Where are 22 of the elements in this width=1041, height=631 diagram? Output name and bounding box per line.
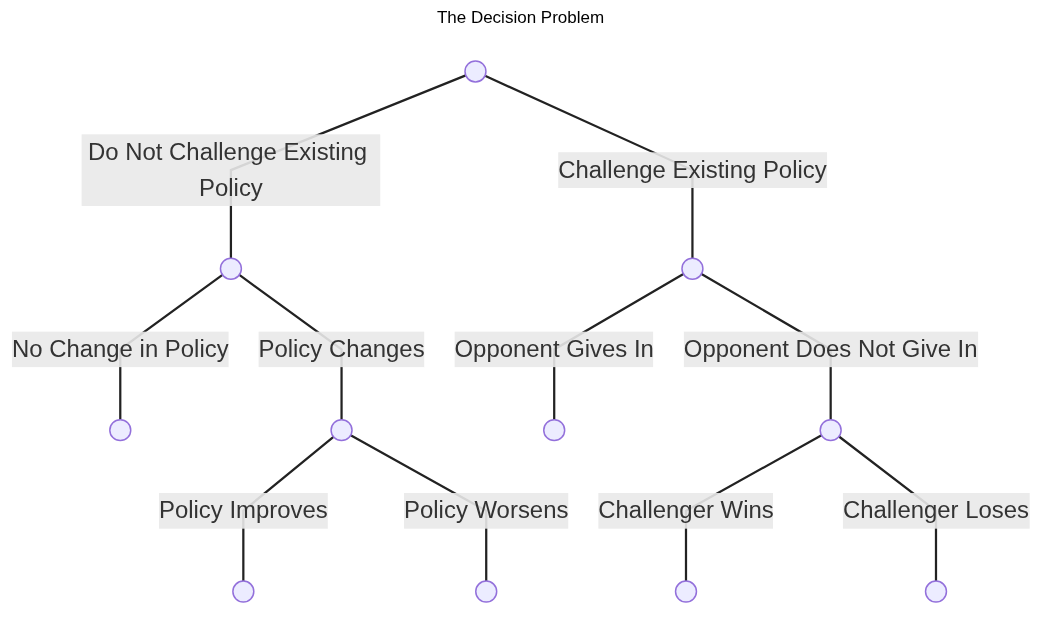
node-circle xyxy=(819,418,842,442)
node-circle xyxy=(475,580,498,603)
edge-label: No Change in Policy xyxy=(11,335,229,362)
node-circle xyxy=(232,580,255,603)
node-circle xyxy=(674,580,698,603)
node-circle xyxy=(924,580,948,603)
edge-label: Challenge Existing Policy xyxy=(558,156,827,183)
node-circle xyxy=(109,418,132,442)
node-circle xyxy=(330,418,353,442)
edge-label: Policy Improves xyxy=(158,497,328,523)
edge-label: Opponent Does Not Give In xyxy=(683,335,978,362)
edge-label: Challenger Loses xyxy=(842,497,1030,523)
edge-label: Policy Changes xyxy=(258,335,425,362)
edge-label: Challenger Wins xyxy=(598,497,774,523)
node-circle xyxy=(464,60,487,83)
node-circle xyxy=(219,257,243,280)
node-circle xyxy=(681,257,704,280)
edge-label: Opponent Gives In xyxy=(454,335,654,362)
node-circle xyxy=(543,418,566,442)
diagram-title: The Decision Problem xyxy=(436,8,605,28)
edge-label: Policy Worsens xyxy=(404,497,569,523)
edge-label: Do Not Challenge Existing Policy xyxy=(88,138,368,200)
